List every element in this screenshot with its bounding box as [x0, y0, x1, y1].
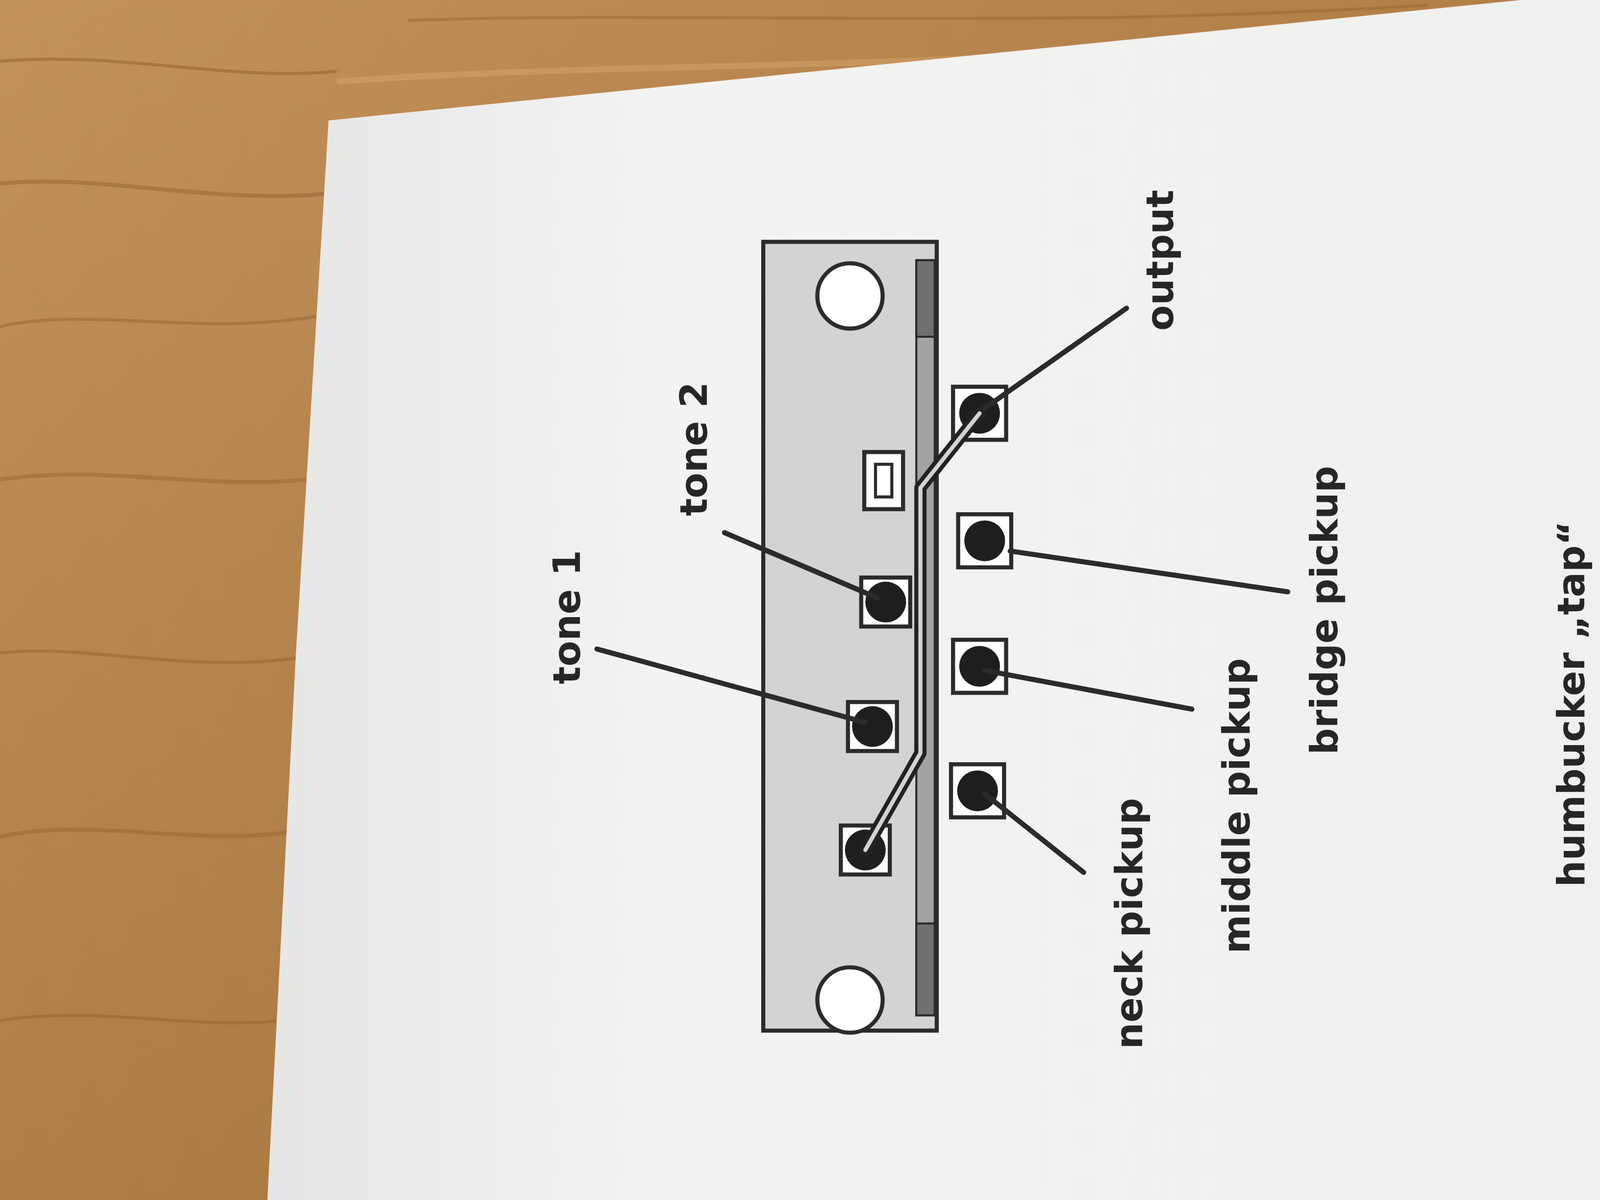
output-label: output	[1141, 189, 1179, 331]
solder-points	[845, 392, 1006, 871]
pickup-label: bridge pickup	[1305, 465, 1344, 755]
leader-lines	[597, 308, 1288, 873]
paper-sheet	[267, 0, 1600, 1200]
switch-lugs	[840, 386, 1012, 875]
note-label: humbucker „tap“	[1552, 521, 1591, 888]
pickup-label: neck pickup	[1110, 798, 1149, 1050]
jumper-wire	[865, 413, 980, 850]
pickup-label: middle pickup	[1218, 658, 1256, 954]
switch-body	[763, 241, 937, 1033]
tone-label: tone 1	[548, 550, 586, 685]
tone-label: tone 2	[675, 381, 713, 517]
